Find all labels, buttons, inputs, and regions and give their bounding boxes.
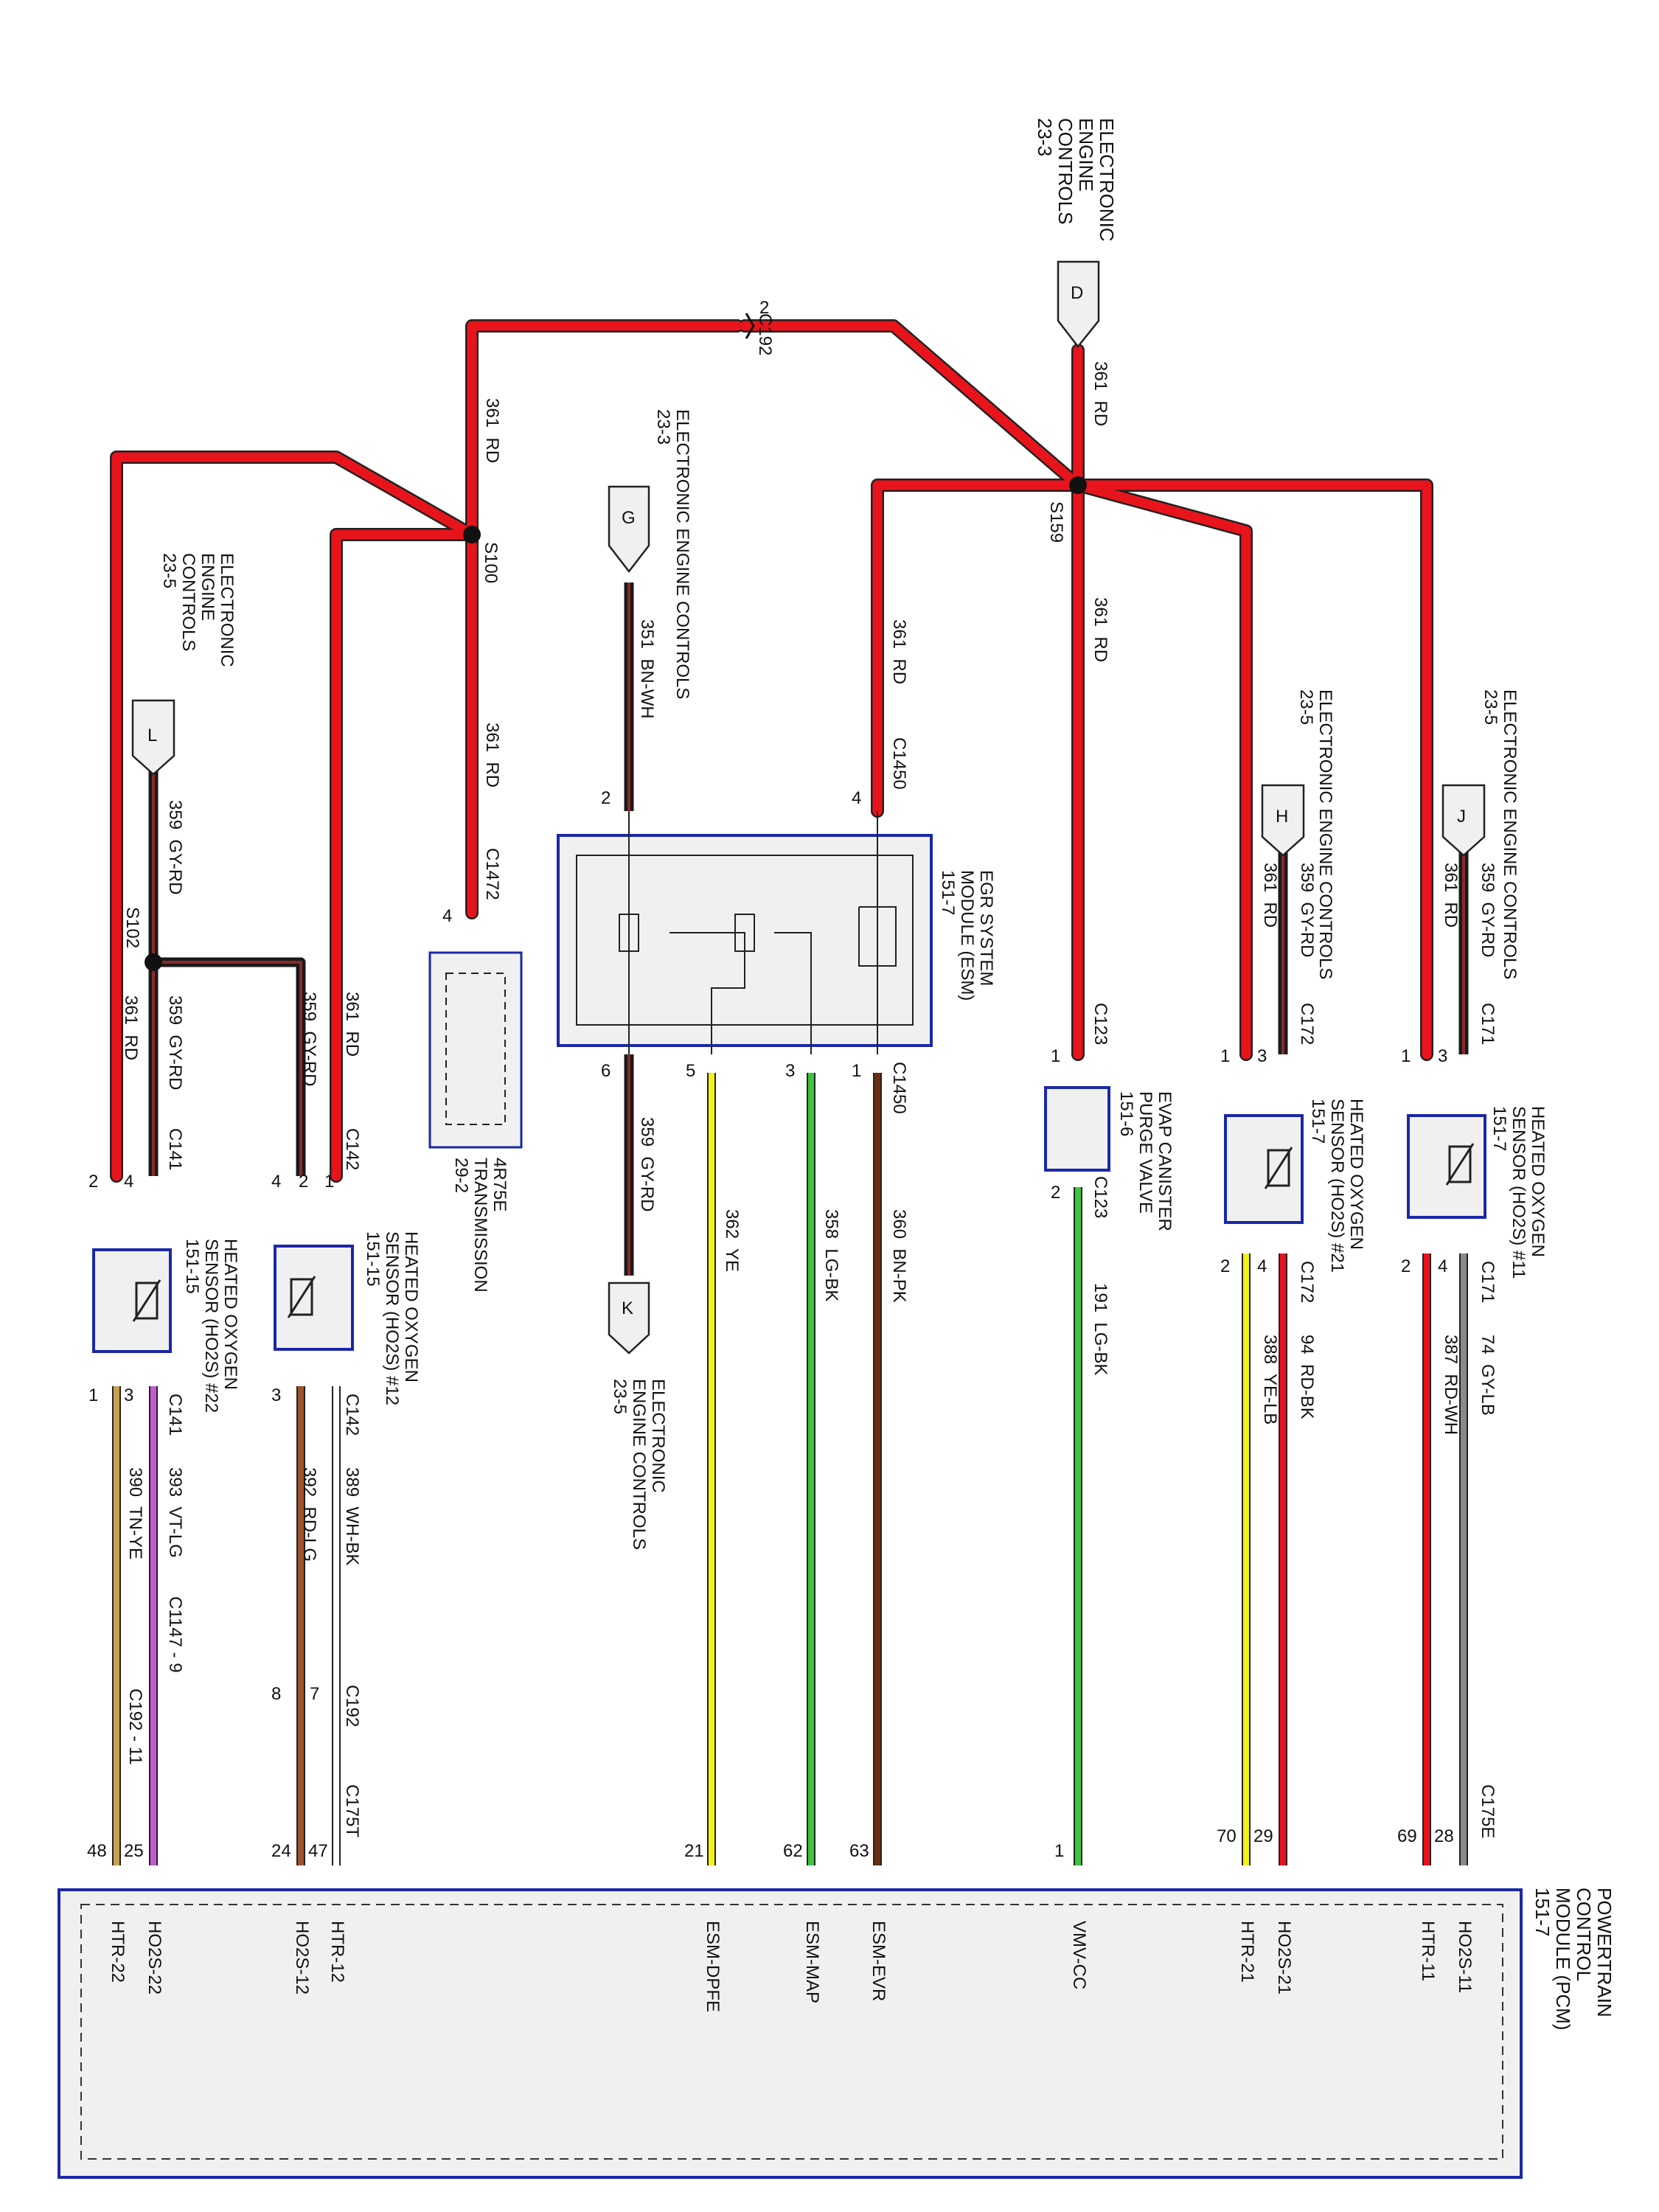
power-wires — [110, 319, 1433, 1183]
transmission-module — [428, 951, 523, 1149]
ho2s11-module — [1407, 1114, 1486, 1219]
splice-s159 — [1069, 476, 1087, 494]
connector-D — [1057, 260, 1100, 349]
offpage-connectors — [131, 260, 1486, 1354]
splice-s102 — [145, 953, 162, 971]
transmission-inner — [445, 973, 506, 1125]
evap-module — [1044, 1086, 1110, 1172]
pcm-module — [58, 1888, 1523, 2179]
connector-L — [131, 699, 175, 776]
esm-inner — [576, 855, 914, 1026]
splice-s100 — [463, 526, 481, 543]
esm-internal — [619, 811, 897, 1054]
pcm-inner — [80, 1904, 1503, 2160]
signal-wires — [112, 1073, 1468, 1865]
connector-H — [1261, 784, 1305, 857]
sensor-symbols — [132, 1143, 1475, 1322]
connector-K — [608, 1281, 650, 1354]
ho2s21-module — [1224, 1114, 1304, 1224]
ho2s22-module — [92, 1248, 172, 1353]
connector-J — [1441, 784, 1486, 857]
c192-connector — [745, 313, 755, 339]
connector-G — [608, 485, 650, 574]
ho2s12-module — [274, 1245, 354, 1351]
